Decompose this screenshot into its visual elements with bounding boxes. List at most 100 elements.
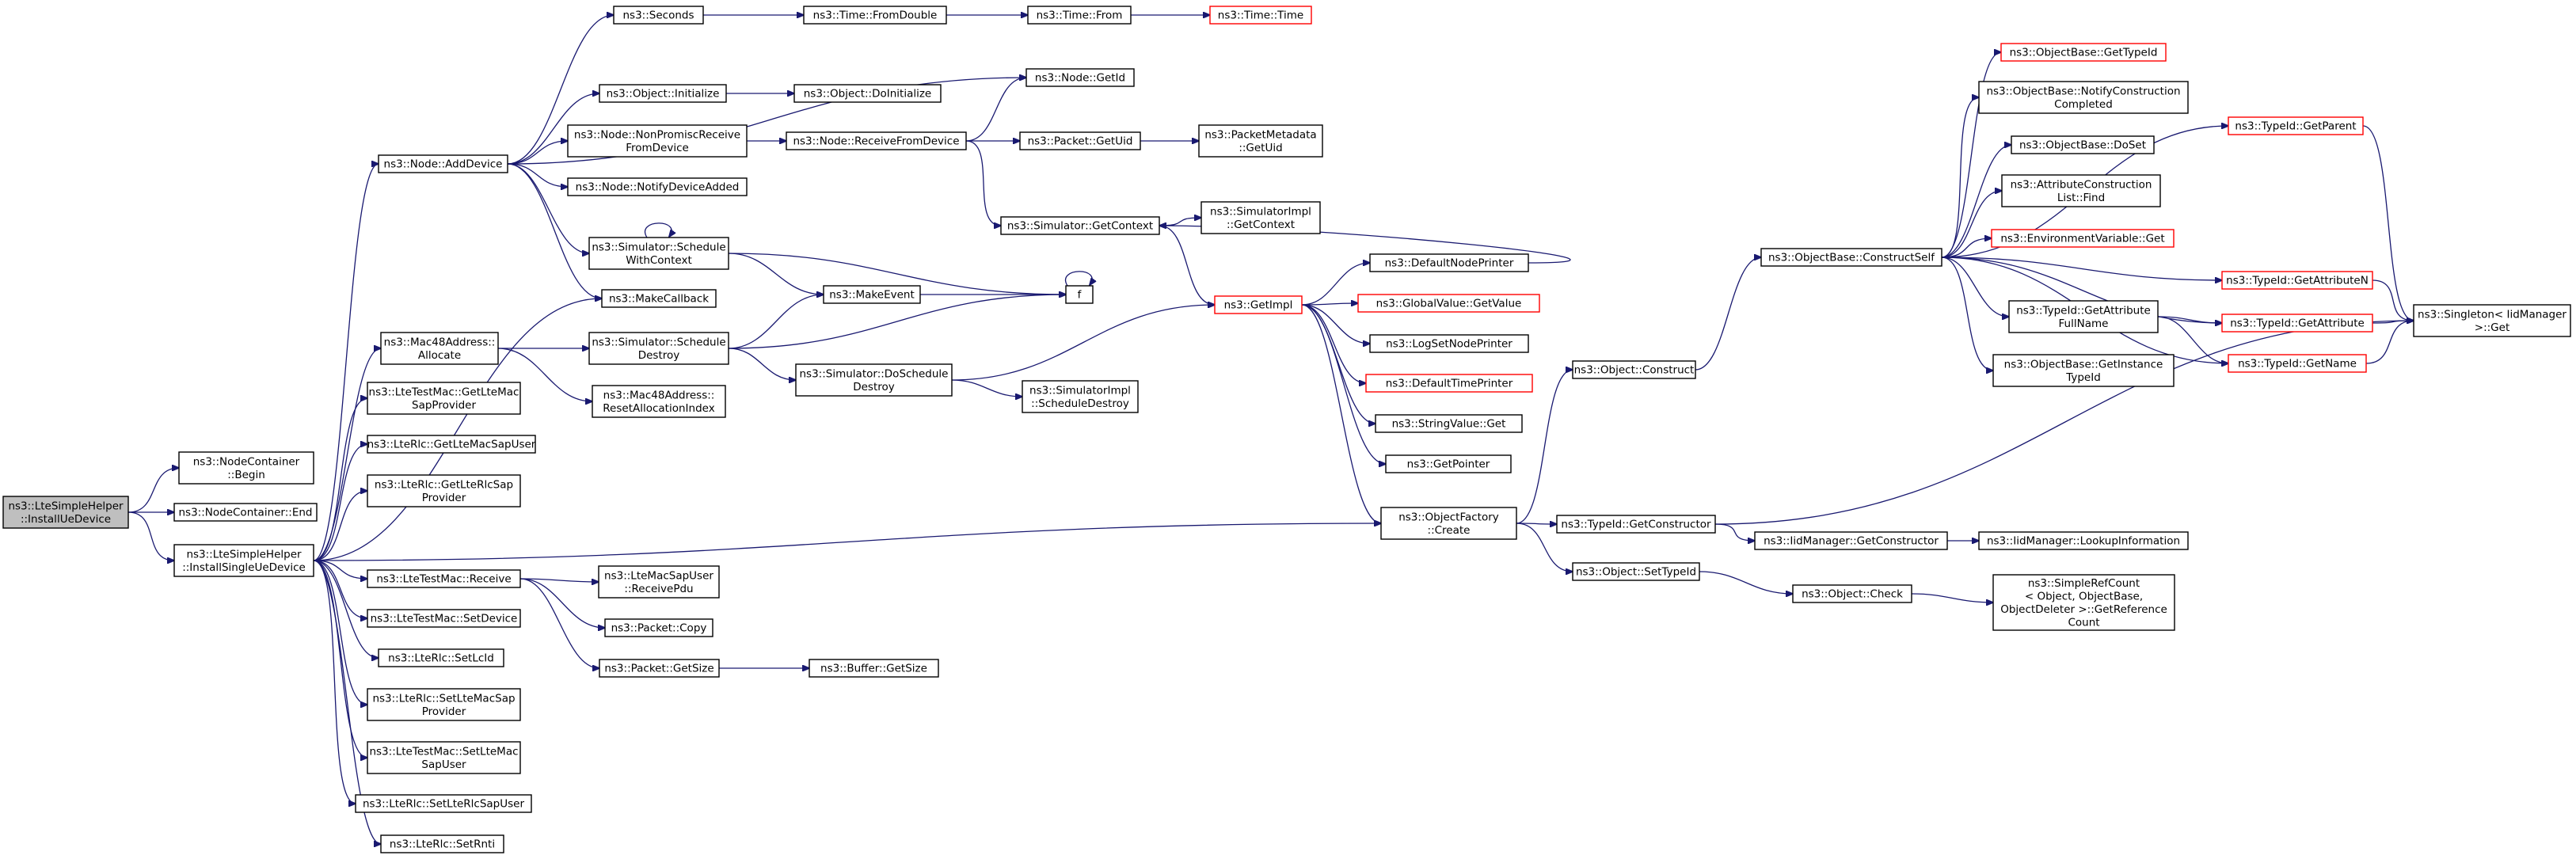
node-ns3-simplerefcount-object-objectbase-objectdeleter-getreference-count[interactable]: ns3::SimpleRefCount< Object, ObjectBase,… <box>1992 574 2175 631</box>
node-box[interactable] <box>1385 454 1512 473</box>
node-box[interactable] <box>588 332 729 365</box>
node-box[interactable] <box>567 177 748 196</box>
node-ns3-node-getid[interactable]: ns3::Node::GetId <box>1025 68 1135 87</box>
node-f[interactable]: f <box>1065 285 1094 304</box>
node-box[interactable] <box>2221 271 2373 290</box>
node-ns3-objectbase-doset[interactable]: ns3::ObjectBase::DoSet <box>2011 135 2155 154</box>
node-box[interactable] <box>809 659 939 678</box>
node-box[interactable] <box>378 154 508 173</box>
node-box[interactable] <box>367 382 521 415</box>
node-ns3-object-settypeid[interactable]: ns3::Object::SetTypeId <box>1572 562 1700 581</box>
node-box[interactable] <box>378 648 504 667</box>
node-ns3-object-construct[interactable]: ns3::Object::Construct <box>1572 360 1696 379</box>
node-ns3-iidmanager-getconstructor[interactable]: ns3::IidManager::GetConstructor <box>1754 531 1948 550</box>
node-box[interactable] <box>173 544 314 577</box>
node-box[interactable] <box>1572 360 1696 379</box>
node-ns3-objectbase-constructself[interactable]: ns3::ObjectBase::ConstructSelf <box>1760 248 1942 267</box>
node-ns3-typeid-getconstructor[interactable]: ns3::TypeId::GetConstructor <box>1556 515 1716 534</box>
node-box[interactable] <box>823 285 921 304</box>
node-ns3-lterlc-setlterlcsapuser[interactable]: ns3::LteRlc::SetLteRlcSapUser <box>355 794 532 813</box>
node-ns3-stringvalue-get[interactable]: ns3::StringValue::Get <box>1375 414 1523 433</box>
node-ns3-packet-getsize[interactable]: ns3::Packet::GetSize <box>599 659 720 678</box>
node-box[interactable] <box>367 435 536 454</box>
node-ns3-packet-copy[interactable]: ns3::Packet::Copy <box>604 618 713 637</box>
node-box[interactable] <box>2228 354 2367 373</box>
node-ns3-lterlc-setrnti[interactable]: ns3::LteRlc::SetRnti <box>380 834 504 853</box>
node-ns3-nodecontainer-begin[interactable]: ns3::NodeContainer::Begin <box>178 451 314 485</box>
node-ns3-time-fromdouble[interactable]: ns3::Time::FromDouble <box>803 6 947 25</box>
node-box[interactable] <box>1375 414 1523 433</box>
node-ns3-lterlc-getltemacsapuser[interactable]: ns3::LteRlc::GetLteMacSapUser <box>367 435 536 454</box>
node-ns3-singleton-iidmanager-get[interactable]: ns3::Singleton< IidManager >::Get <box>2413 304 2571 337</box>
node-box[interactable] <box>795 363 953 397</box>
node-box[interactable] <box>599 659 720 678</box>
node-ns3-object-check[interactable]: ns3::Object::Check <box>1792 584 1912 603</box>
node-box[interactable] <box>601 289 717 308</box>
node-ns3-logsetnodeprinter[interactable]: ns3::LogSetNodePrinter <box>1369 334 1529 353</box>
node-box[interactable] <box>1027 6 1132 25</box>
node-box[interactable] <box>1357 294 1540 313</box>
node-box[interactable] <box>1556 515 1716 534</box>
node-box[interactable] <box>355 794 532 813</box>
node-box[interactable] <box>588 237 729 270</box>
node-ns3-lterlc-setlcid[interactable]: ns3::LteRlc::SetLcId <box>378 648 504 667</box>
node-ns3-ltetestmac-receive[interactable]: ns3::LteTestMac::Receive <box>367 569 521 588</box>
node-ns3-object-doinitialize[interactable]: ns3::Object::DoInitialize <box>793 84 942 103</box>
node-ns3-node-receivefromdevice[interactable]: ns3::Node::ReceiveFromDevice <box>786 131 967 150</box>
node-ns3-typeid-getattribute[interactable]: ns3::TypeId::GetAttribute <box>2221 314 2373 333</box>
node-box[interactable] <box>793 84 942 103</box>
node-box[interactable] <box>1978 531 2189 550</box>
node-box[interactable] <box>1065 285 1094 304</box>
node-box[interactable] <box>567 124 748 158</box>
node-box[interactable] <box>2000 43 2167 62</box>
node-box[interactable] <box>1978 81 2189 114</box>
node-box[interactable] <box>604 618 713 637</box>
node-box[interactable] <box>1198 124 1323 158</box>
node-ns3-time-time[interactable]: ns3::Time::Time <box>1209 6 1312 25</box>
node-box[interactable] <box>2011 135 2155 154</box>
node-box[interactable] <box>1754 531 1948 550</box>
node-ns3-objectfactory-create[interactable]: ns3::ObjectFactory::Create <box>1380 507 1517 540</box>
node-ns3-buffer-getsize[interactable]: ns3::Buffer::GetSize <box>809 659 939 678</box>
node-box[interactable] <box>1019 131 1141 150</box>
node-ns3-time-from[interactable]: ns3::Time::From <box>1027 6 1132 25</box>
node-box[interactable] <box>2 496 129 529</box>
node-ns3-makeevent[interactable]: ns3::MakeEvent <box>823 285 921 304</box>
node-box[interactable] <box>1991 229 2175 248</box>
node-box[interactable] <box>367 569 521 588</box>
node-ns3-getimpl[interactable]: ns3::GetImpl <box>1214 295 1303 314</box>
node-box[interactable] <box>367 741 521 774</box>
node-box[interactable] <box>173 503 318 522</box>
node-box[interactable] <box>1792 584 1912 603</box>
node-box[interactable] <box>1369 334 1529 353</box>
node-box[interactable] <box>1992 354 2175 387</box>
node-ns3-typeid-getparent[interactable]: ns3::TypeId::GetParent <box>2228 116 2364 135</box>
node-ns3-ltesimplehelper-installsingleuedevice[interactable]: ns3::LteSimpleHelper::InstallSingleUeDev… <box>173 544 314 577</box>
node-box[interactable] <box>1380 507 1517 540</box>
node-box[interactable] <box>2228 116 2364 135</box>
node-ns3-object-initialize[interactable]: ns3::Object::Initialize <box>599 84 727 103</box>
node-ns3-getpointer[interactable]: ns3::GetPointer <box>1385 454 1512 473</box>
node-box[interactable] <box>380 332 499 365</box>
node-ns3-packet-getuid[interactable]: ns3::Packet::GetUid <box>1019 131 1141 150</box>
node-box[interactable] <box>1200 201 1321 234</box>
node-ns3-defaulttimeprinter[interactable]: ns3::DefaultTimePrinter <box>1365 374 1533 393</box>
node-box[interactable] <box>1000 216 1160 235</box>
node-box[interactable] <box>1209 6 1312 25</box>
node-ns3-simulatorimpl-scheduledestroy[interactable]: ns3::SimulatorImpl::ScheduleDestroy <box>1022 380 1139 413</box>
node-ns3-simulatorimpl-getcontext[interactable]: ns3::SimulatorImpl::GetContext <box>1200 201 1321 234</box>
node-box[interactable] <box>1572 562 1700 581</box>
node-box[interactable] <box>1022 380 1139 413</box>
node-box[interactable] <box>598 565 720 599</box>
node-ns3-seconds[interactable]: ns3::Seconds <box>613 6 704 25</box>
node-ns3-simulator-schedule-destroy[interactable]: ns3::Simulator::ScheduleDestroy <box>588 332 729 365</box>
